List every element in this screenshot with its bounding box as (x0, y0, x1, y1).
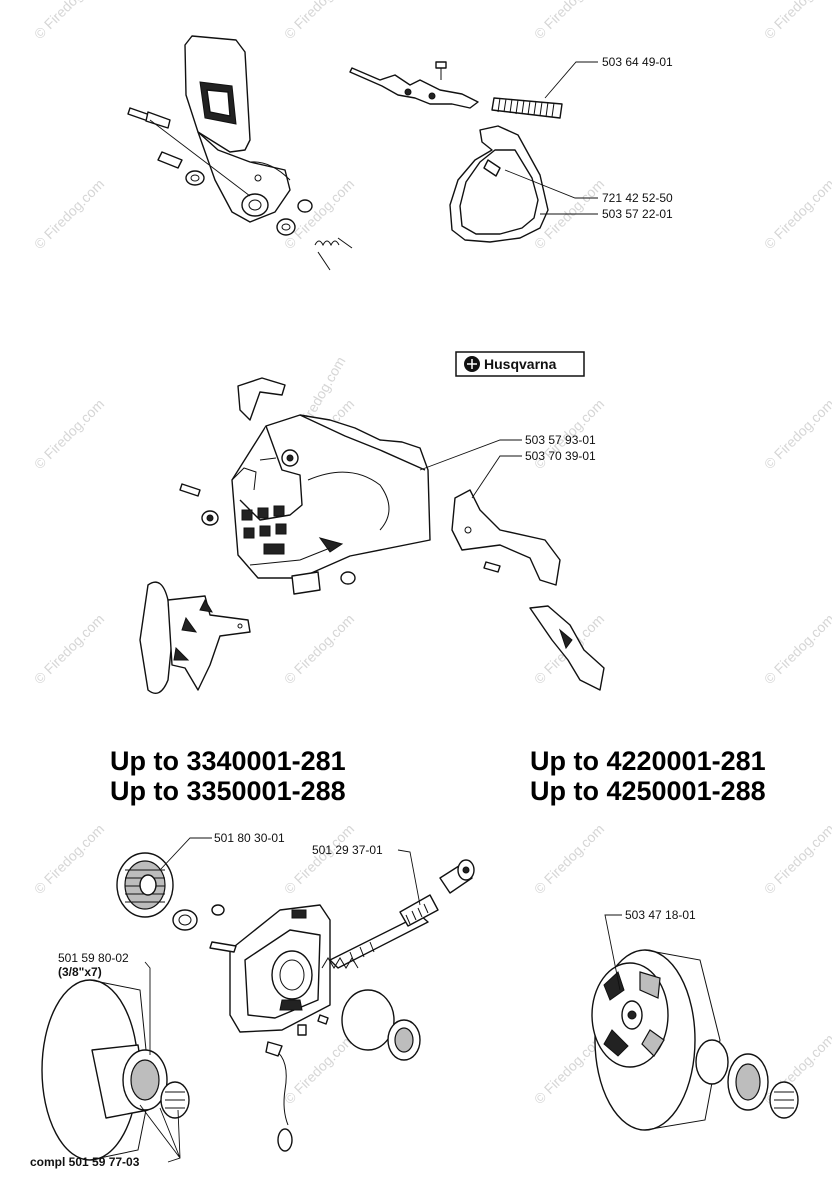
serial-heading-left-1: Up to 3340001-281 (110, 746, 346, 776)
part-label: 501 80 30-01 (214, 831, 285, 845)
serial-heading-left-2: Up to 3350001-288 (110, 776, 346, 806)
part-label: 503 47 18-01 (625, 908, 696, 922)
part-label: 503 64 49-01 (602, 55, 673, 69)
watermark-layer: © Firedog.com © Firedog.com © Firedog.co… (31, 0, 832, 1107)
watermark: © Firedog.com (281, 1031, 357, 1107)
part-label: 503 70 39-01 (525, 449, 596, 463)
clutch-assembly-right: 503 47 18-01 (591, 908, 799, 1131)
watermark: © Firedog.com (31, 0, 107, 42)
part-label: 503 57 22-01 (602, 207, 673, 221)
watermark: © Firedog.com (761, 176, 832, 252)
watermark: © Firedog.com (761, 396, 832, 472)
hand-guard-assembly (127, 35, 353, 271)
watermark: © Firedog.com (761, 611, 832, 687)
part-label: 501 29 37-01 (312, 843, 383, 857)
watermark: © Firedog.com (31, 611, 107, 687)
watermark: © Firedog.com (281, 0, 357, 42)
watermark: © Firedog.com (531, 0, 607, 42)
watermark: © Firedog.com (31, 396, 107, 472)
watermark: © Firedog.com (31, 176, 107, 252)
part-label-note: (3/8"x7) (58, 965, 102, 979)
watermark: © Firedog.com (761, 821, 832, 897)
part-label: 721 42 52-50 (602, 191, 673, 205)
serial-heading-right-2: Up to 4250001-288 (530, 776, 766, 806)
oil-pump-clutch-assembly: 501 80 30-01 501 29 37-01 501 59 80-02 (… (30, 831, 475, 1169)
brand-logo-text: Husqvarna (484, 356, 557, 372)
watermark: © Firedog.com (531, 821, 607, 897)
watermark: © Firedog.com (31, 821, 107, 897)
brake-band-assembly: 503 64 49-01 721 42 52-50 503 57 22-01 (349, 55, 673, 243)
part-label: 503 57 93-01 (525, 433, 596, 447)
watermark: © Firedog.com (281, 821, 357, 897)
watermark: © Firedog.com (761, 0, 832, 42)
clutch-cover-assembly: 503 57 93-01 503 70 39-01 (139, 377, 605, 694)
serial-heading-right-1: Up to 4220001-281 (530, 746, 766, 776)
part-label: 501 59 80-02 (58, 951, 129, 965)
brand-logo: Husqvarna (455, 351, 585, 377)
watermark: © Firedog.com (281, 611, 357, 687)
part-label: compl 501 59 77-03 (30, 1155, 140, 1169)
serial-headings: Up to 3340001-281 Up to 3350001-288 Up t… (110, 746, 766, 806)
